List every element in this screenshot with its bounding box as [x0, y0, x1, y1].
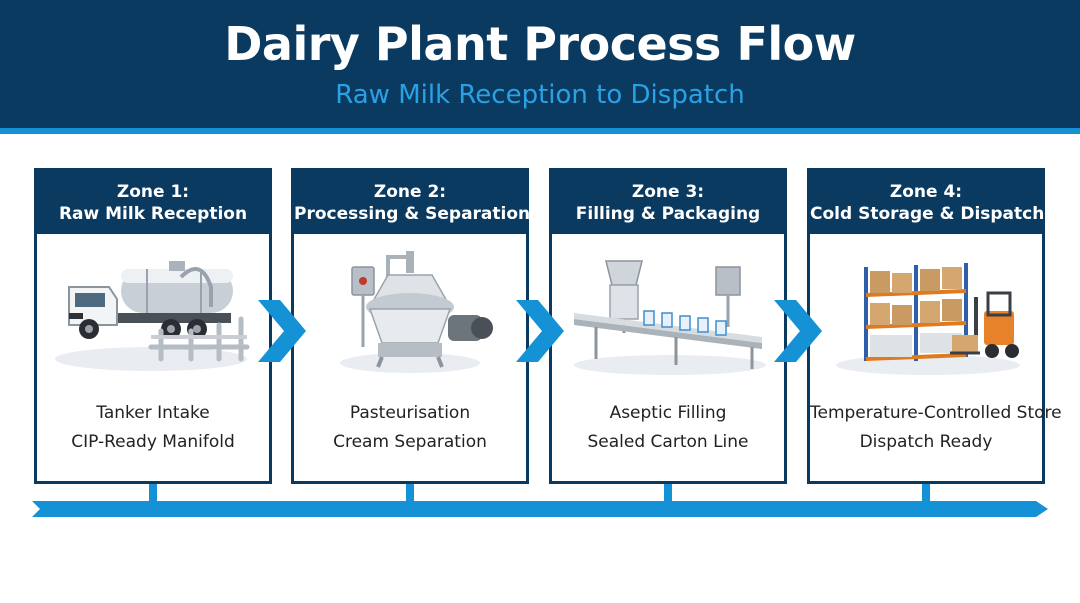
filling-conveyor-icon — [574, 260, 766, 375]
zone-title: Processing & Separation — [294, 204, 531, 224]
zone-number: Zone 4: — [889, 182, 963, 202]
warehouse-forklift-icon — [836, 263, 1020, 375]
timeline-connector — [406, 484, 414, 506]
page-title: Dairy Plant Process Flow — [224, 17, 856, 71]
header-banner — [0, 0, 1080, 128]
zone-desc-line: CIP-Ready Manifold — [71, 432, 235, 452]
zone-desc-line: Tanker Intake — [96, 403, 210, 423]
zone-header: Zone 4: Cold Storage & Dispatch — [810, 171, 1045, 234]
zone-title: Raw Milk Reception — [58, 204, 248, 224]
zone-description: Aseptic Filling Sealed Carton Line — [552, 399, 784, 457]
zone-description: Pasteurisation Cream Separation — [294, 399, 526, 457]
chevron-right-icon — [516, 300, 564, 362]
zone-number: Zone 1: — [116, 182, 190, 202]
zone-desc-line: Pasteurisation — [349, 403, 471, 423]
zone-number: Zone 2: — [373, 182, 447, 202]
zone-card-1: Zone 1: Raw Milk Reception Tanker Intake… — [34, 168, 272, 484]
zone-title: Cold Storage & Dispatch — [810, 204, 1045, 224]
zone-desc-line: Sealed Carton Line — [587, 432, 749, 452]
zone-description: Tanker Intake CIP-Ready Manifold — [37, 399, 269, 457]
zone-title: Filling & Packaging — [575, 204, 761, 224]
zone-desc-line: Aseptic Filling — [609, 403, 727, 423]
zone-header: Zone 2: Processing & Separation — [294, 171, 531, 234]
zone-card-3: Zone 3: Filling & Packaging Aseptic Fill… — [549, 168, 787, 484]
zone-desc-line: Dispatch Ready — [859, 432, 993, 452]
page-subtitle: Raw Milk Reception to Dispatch — [335, 80, 745, 110]
zone-description: Temperature-Controlled Store Dispatch Re… — [810, 399, 1062, 457]
timeline-arrow — [32, 501, 1048, 517]
zone-number: Zone 3: — [631, 182, 705, 202]
chevron-right-icon — [258, 300, 306, 362]
zone-header: Zone 3: Filling & Packaging — [552, 171, 784, 234]
timeline-connector — [922, 484, 930, 506]
zone-card-2: Zone 2: Processing & Separation Pasteuri… — [291, 168, 531, 484]
zone-header: Zone 1: Raw Milk Reception — [37, 171, 269, 234]
zone-desc-line: Temperature-Controlled Store — [810, 403, 1062, 423]
timeline-connector — [664, 484, 672, 506]
zone-desc-line: Cream Separation — [333, 432, 487, 452]
cream-separator-icon — [340, 251, 493, 373]
zone-card-4: Zone 4: Cold Storage & Dispatch Temperat… — [807, 168, 1062, 484]
milk-tanker-truck-icon — [55, 261, 250, 371]
chevron-right-icon — [774, 300, 822, 362]
header-accent-stripe — [0, 128, 1080, 134]
timeline-connector — [149, 484, 157, 506]
